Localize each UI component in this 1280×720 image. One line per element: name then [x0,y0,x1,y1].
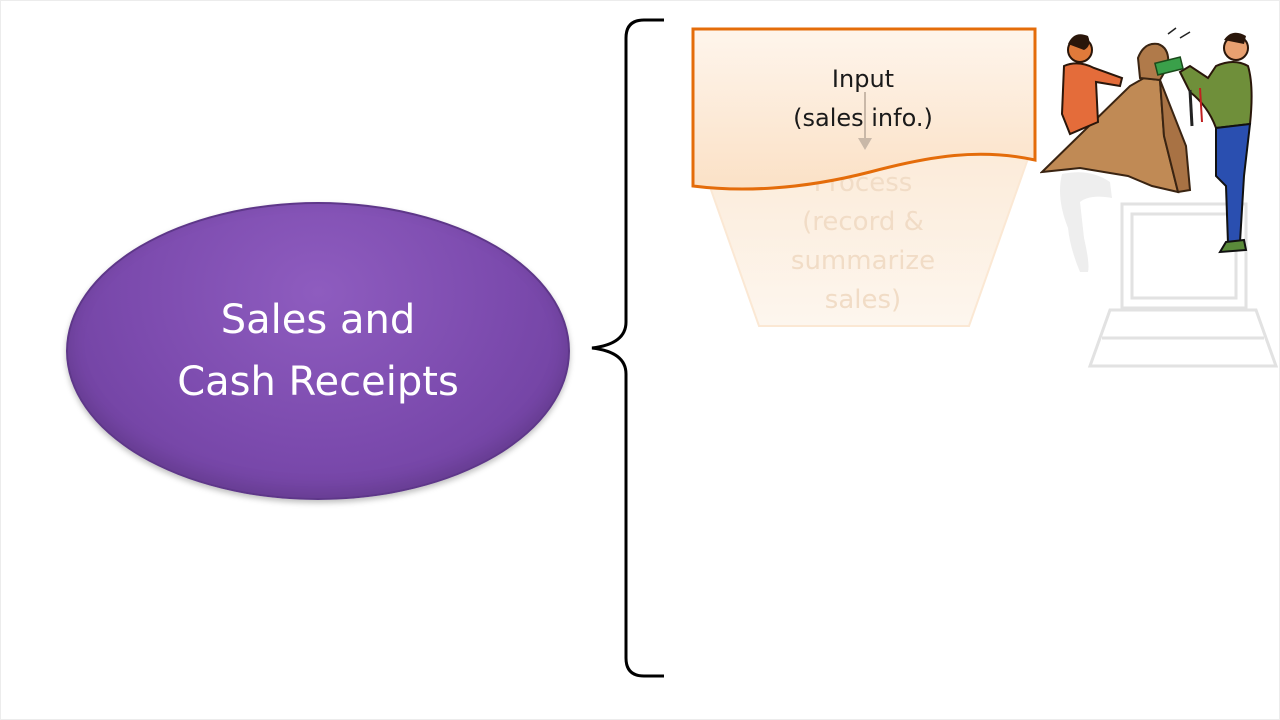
topic-ellipse: Sales and Cash Receipts [66,202,570,500]
topic-label: Sales and Cash Receipts [138,289,498,413]
topic-label-line-2: Cash Receipts [177,359,459,405]
topic-label-line-1: Sales and [220,297,416,343]
curly-brace-icon [591,18,664,678]
process-label-line-2: (record & [802,207,924,237]
process-trapezoid [697,150,1031,327]
process-label: Process (record & summarize sales) [760,164,966,320]
input-label: Input (sales info.) [694,60,1032,138]
process-label-line-4: sales) [824,285,902,315]
input-label-line-2: (sales info.) [793,104,933,132]
computer-clipart-icon [1060,172,1278,368]
process-label-line-3: summarize [790,246,936,276]
sales-transaction-clipart-icon [1040,27,1253,254]
input-label-line-1: Input [831,65,895,93]
down-arrow-icon [858,92,872,150]
